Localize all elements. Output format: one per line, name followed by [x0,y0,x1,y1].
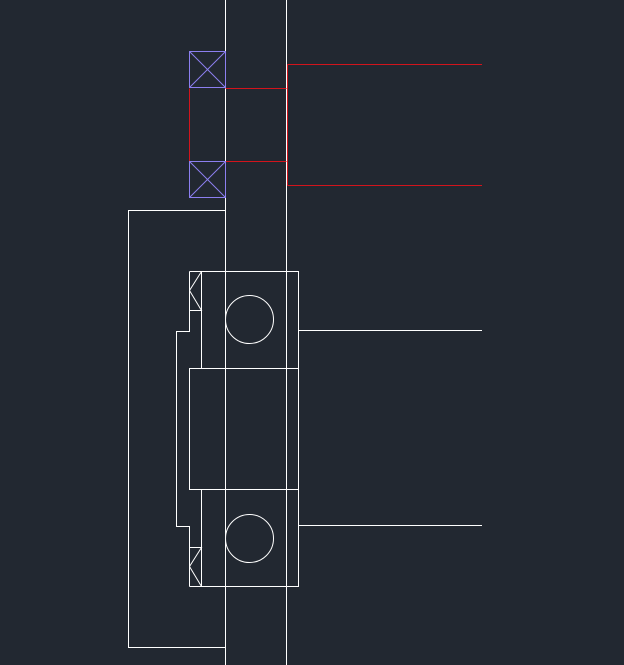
bearing-upper-race [201,271,299,369]
packing-ring-bottom [189,161,226,198]
seal-gland [189,64,482,186]
bearing-upper [188,271,299,369]
bearing-lower [188,489,299,587]
bearing-upper-chamfer [188,271,203,311]
bearing-lower-race [201,489,299,587]
bearing-bracket [176,271,190,587]
housing-outline [128,210,226,648]
shaft [225,0,287,665]
bearing-lower-ball [225,514,274,563]
bearing-lower-chamfer [188,547,203,587]
bearing-upper-ball [225,295,274,344]
bearing-spacer [189,368,299,490]
packing-ring-top [189,51,226,88]
